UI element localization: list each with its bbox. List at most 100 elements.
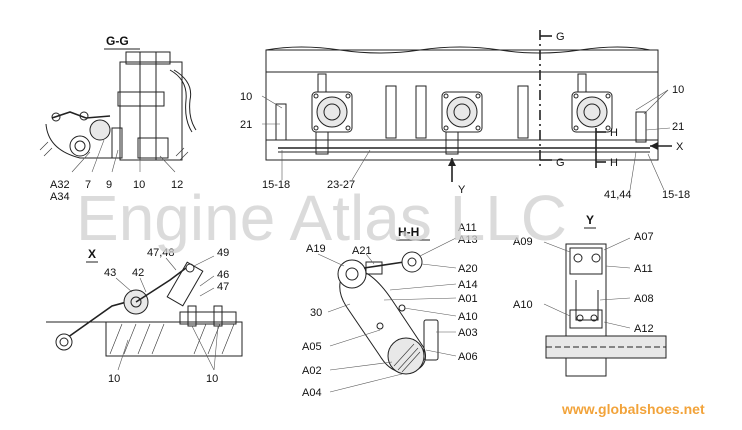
- y-label-a12: A12: [634, 323, 654, 335]
- hh-label-a19: A19: [306, 243, 326, 255]
- leader-line-40: [599, 297, 631, 301]
- main-label-g-top: G: [556, 31, 565, 43]
- leader-line-29: [383, 297, 457, 301]
- leader-line-27: [421, 263, 457, 269]
- rect-2: [213, 305, 223, 327]
- leader-line-24: [317, 253, 345, 267]
- pump-unit-1-inner-rect: [317, 73, 327, 93]
- main-frame: [265, 49, 659, 161]
- pump-unit-2-inner-circle-2: [453, 103, 471, 121]
- x-lever-eye: [55, 333, 73, 351]
- rect-3: [365, 261, 383, 275]
- pump-unit-2: [441, 91, 483, 155]
- circle-9: [591, 253, 601, 263]
- leader-line-18: [193, 255, 215, 267]
- hh-label-a10: A10: [458, 311, 478, 323]
- view-x: X 43 42: [46, 247, 243, 385]
- x-label-47: 47: [217, 281, 229, 293]
- main-label-y: Y: [458, 184, 466, 196]
- hh-label-a04: A04: [302, 387, 322, 399]
- view-arrow-y-head: [448, 158, 456, 166]
- leader-line-5: [159, 155, 176, 173]
- main-label-41-44: 41,44: [604, 189, 632, 201]
- leader-line-12: [645, 127, 671, 131]
- gg-pipe: [169, 69, 193, 133]
- x-lever-arm: [63, 299, 135, 341]
- hh-bottom-hub: [387, 337, 425, 375]
- gg-label-9: 9: [106, 179, 112, 191]
- x-label-47-48: 47,48: [147, 247, 175, 259]
- leader-line-20: [199, 287, 215, 297]
- hh-label-a06: A06: [458, 351, 478, 363]
- gg-pin: [51, 112, 61, 122]
- leader-line-23: [213, 325, 219, 371]
- pump-unit-3-inner-circle-2: [583, 103, 601, 121]
- view-hh-title: H-H: [398, 225, 419, 239]
- x-link-body: [166, 261, 204, 307]
- gg-roller-hub: [74, 140, 86, 152]
- leader-line-21: [117, 339, 129, 371]
- view-arrow-x-head: [650, 142, 658, 150]
- leader-line-15: [115, 277, 133, 293]
- path: [575, 280, 599, 321]
- hh-label-a20: A20: [458, 263, 478, 275]
- main-label-g-bottom: G: [556, 157, 565, 169]
- bracket-right: [635, 111, 647, 143]
- circle-10: [576, 314, 584, 322]
- gg-label-7: 7: [85, 179, 91, 191]
- pump-unit-1-inner-circle-4: [345, 93, 351, 99]
- gg-cam: [89, 119, 111, 141]
- main-label-15-18-left: 15-18: [262, 179, 290, 191]
- x-label-49: 49: [217, 247, 229, 259]
- pump-unit-3-inner-circle-4: [605, 93, 611, 99]
- pump-unit-2-inner-circle: [446, 96, 478, 128]
- x-label-10-right: 10: [206, 373, 218, 385]
- hh-clamp: [423, 319, 439, 361]
- gg-label-a32: A32: [50, 179, 70, 191]
- circle-11: [590, 314, 598, 322]
- pump-unit-3: [571, 73, 613, 133]
- leader-line-25: [365, 253, 375, 265]
- main-label-23-27: 23-27: [327, 179, 355, 191]
- x-label-42: 42: [132, 267, 144, 279]
- y-label-a11: A11: [634, 263, 653, 275]
- bracket-1: [385, 85, 397, 139]
- gg-lever: [51, 111, 111, 119]
- bracket-left: [275, 103, 287, 141]
- rect-5: [569, 309, 603, 329]
- x-label-46: 46: [217, 269, 229, 281]
- hh-label-a03: A03: [458, 327, 478, 339]
- main-label-10-right: 10: [672, 84, 684, 96]
- leader-line: [71, 151, 91, 173]
- leader-line-36: [329, 373, 403, 393]
- leader-line-41: [543, 303, 571, 317]
- pump-unit-2-inner-circle-4: [475, 93, 481, 99]
- view-x-title: X: [88, 247, 96, 261]
- gg-pin-2: [79, 111, 89, 121]
- watermark-text: Engine Atlas LLC: [76, 182, 567, 254]
- circle: [59, 337, 69, 347]
- pump-unit-2-inner-circle-5: [443, 125, 449, 131]
- view-gg-title: G-G: [106, 34, 129, 48]
- gg-label-10: 10: [133, 179, 145, 191]
- main-label-10-left: 10: [240, 91, 252, 103]
- hh-label-a05: A05: [302, 341, 322, 353]
- hh-hatching: [393, 343, 421, 373]
- leader-line-30: [327, 303, 351, 313]
- gg-label-12: 12: [171, 179, 183, 191]
- gg-roller: [69, 135, 91, 157]
- hh-label-a01: A01: [458, 293, 478, 305]
- hh-label-a02: A02: [302, 365, 322, 377]
- leader-line-31: [403, 307, 457, 317]
- hh-label-a11: A11: [458, 222, 477, 234]
- pump-unit-2-inner-circle-3: [443, 93, 449, 99]
- gg-block: [119, 61, 183, 161]
- leader-line-14: [647, 153, 665, 191]
- y-label-a10: A10: [513, 299, 533, 311]
- bracket-2: [415, 85, 427, 139]
- site-url-text: www.globalshoes.net: [561, 401, 705, 417]
- hh-label-a13: A13: [458, 234, 478, 246]
- leader-line-33: [329, 329, 381, 347]
